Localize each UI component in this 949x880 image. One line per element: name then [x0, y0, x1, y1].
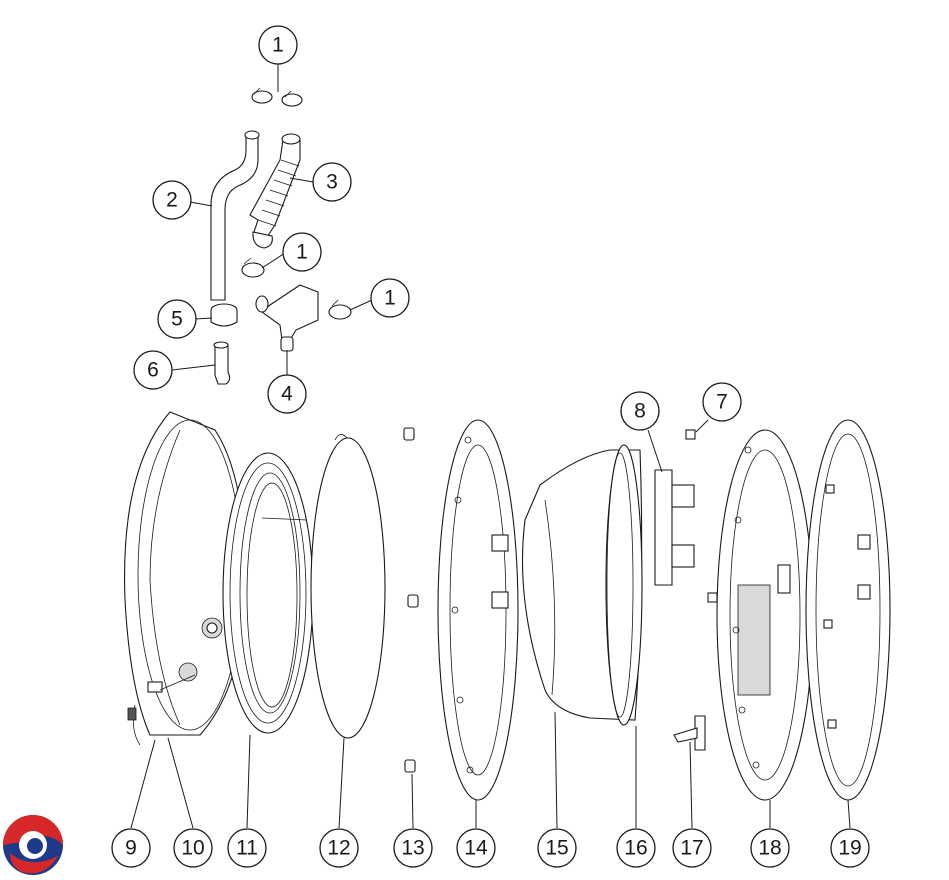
callout-13: 13 — [393, 828, 433, 868]
callout-12: 12 — [319, 828, 359, 868]
callout-label: 7 — [716, 391, 728, 414]
callout-16: 16 — [616, 828, 656, 868]
callout-label: 1 — [296, 241, 308, 264]
callout-8: 8 — [620, 391, 660, 431]
t-connector-part — [255, 284, 319, 352]
callout-1-right: 1 — [370, 278, 410, 318]
callout-15: 15 — [537, 828, 577, 868]
callout-label: 8 — [634, 400, 646, 423]
callout-18: 18 — [750, 828, 790, 868]
callout-6: 6 — [133, 350, 173, 390]
door-glass-part — [310, 434, 386, 739]
callout-label: 11 — [236, 837, 258, 860]
callout-label: 1 — [272, 34, 284, 57]
hose-clamp-pair-top — [251, 87, 303, 107]
callout-14: 14 — [456, 828, 496, 868]
callout-label: 5 — [171, 308, 183, 331]
hose-clamp-right — [328, 299, 352, 320]
door-bowl-part — [522, 444, 643, 726]
callout-label: 19 — [838, 837, 861, 860]
brand-logo-icon — [3, 815, 63, 875]
hose-clamp-middle — [241, 257, 265, 278]
callout-label: 6 — [147, 359, 159, 382]
leader-lines — [130, 64, 851, 829]
callout-label: 18 — [758, 837, 781, 860]
callout-1-top: 1 — [258, 25, 298, 65]
small-clips-part — [685, 429, 718, 603]
bent-tube-part — [210, 130, 260, 301]
callout-label: 4 — [281, 383, 293, 406]
callout-label: 15 — [545, 837, 568, 860]
ring-part — [210, 303, 238, 327]
callout-9: 9 — [111, 828, 151, 868]
callout-11: 11 — [227, 828, 267, 868]
callout-7: 7 — [702, 382, 742, 422]
callout-3: 3 — [312, 162, 352, 202]
callout-17: 17 — [672, 828, 712, 868]
callout-label: 10 — [181, 837, 204, 860]
small-pipe-part — [213, 341, 231, 385]
tub-front-assembly — [124, 411, 314, 746]
callout-label: 17 — [680, 837, 703, 860]
callout-label: 2 — [166, 189, 178, 212]
door-latch-hook-part — [673, 715, 706, 751]
inner-door-frame-part — [716, 429, 814, 801]
callout-label: 16 — [624, 837, 647, 860]
callout-5: 5 — [157, 299, 197, 339]
callout-label: 12 — [327, 837, 350, 860]
outer-door-ring-part — [805, 419, 891, 801]
callout-10: 10 — [173, 828, 213, 868]
callout-label: 14 — [464, 837, 488, 860]
callout-label: 1 — [384, 287, 396, 310]
callout-label: 3 — [326, 171, 338, 194]
corrugated-hose-part — [249, 133, 301, 249]
flange-ring-part — [437, 419, 519, 801]
callout-label: 13 — [401, 837, 424, 860]
callout-2: 2 — [152, 180, 192, 220]
callout-1-middle: 1 — [282, 232, 322, 272]
hinge-bracket-part — [654, 469, 695, 586]
callout-label: 9 — [125, 837, 137, 860]
callout-4: 4 — [267, 374, 307, 414]
callout-19: 19 — [830, 828, 870, 868]
fixing-pegs — [403, 427, 419, 773]
